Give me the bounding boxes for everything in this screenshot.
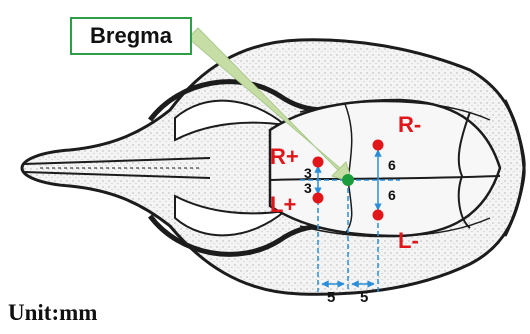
site-left-minus-label: L-	[398, 228, 419, 253]
site-right-plus-label: R+	[270, 144, 299, 169]
unit-label: Unit:mm	[8, 300, 97, 326]
site-right-minus-label: R-	[398, 112, 421, 137]
site-right-plus-marker	[313, 157, 324, 168]
site-right-minus-marker	[373, 140, 384, 151]
site-left-plus-marker	[313, 193, 324, 204]
bregma-callout-label: Bregma	[90, 23, 172, 49]
bregma-marker	[342, 174, 354, 186]
offset-anterior-ap: 5	[327, 289, 335, 306]
offset-posterior-lateral-down: 6	[388, 187, 396, 203]
site-left-minus-marker	[373, 210, 384, 221]
offset-posterior-ap: 5	[360, 289, 368, 306]
site-left-plus-label: L+	[270, 192, 296, 217]
offset-anterior-lateral-down: 3	[304, 180, 312, 196]
offset-anterior-lateral-up: 3	[304, 165, 312, 181]
bregma-callout-box: Bregma	[70, 17, 192, 55]
offset-posterior-lateral-up: 6	[388, 157, 396, 173]
